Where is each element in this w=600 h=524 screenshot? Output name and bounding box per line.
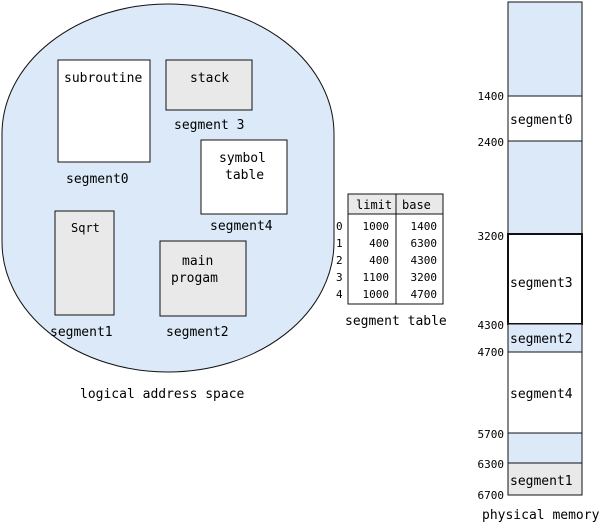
table-header-base: base xyxy=(402,198,431,212)
physical-address: 5700 xyxy=(478,428,505,441)
physical-address: 6300 xyxy=(478,458,505,471)
physical-memory: segment0 segment3 segment2 segment4 segm… xyxy=(478,1,600,523)
segment2-box-text-line1: main xyxy=(182,254,213,269)
physical-address: 3200 xyxy=(478,230,505,243)
segment0-box xyxy=(57,59,151,163)
segment1-box-text: Sqrt xyxy=(71,221,100,235)
segment4-box-text-line1: symbol xyxy=(219,151,266,166)
physical-region-segment4 xyxy=(507,351,583,434)
segment-table-caption: segment table xyxy=(345,314,447,329)
table-row-base: 1400 xyxy=(411,220,438,233)
table-row-base: 3200 xyxy=(411,271,438,284)
table-row-base: 4300 xyxy=(411,254,438,267)
physical-region-segment1 xyxy=(507,462,583,496)
table-row-index: 1 xyxy=(336,237,343,250)
segment2-box xyxy=(159,240,247,317)
logical-address-space: subroutine segment0 stack segment 3 symb… xyxy=(1,3,335,402)
table-row-index: 2 xyxy=(336,254,343,267)
table-row-limit: 1000 xyxy=(363,288,390,301)
physical-address: 4700 xyxy=(478,346,505,359)
physical-region-free xyxy=(507,140,583,235)
table-row-index: 4 xyxy=(336,288,343,301)
physical-address: 6700 xyxy=(478,489,505,502)
physical-address: 1400 xyxy=(478,90,505,103)
physical-region-segment2 xyxy=(507,323,583,353)
segment-table: limit base 0 1000 1400 1 400 6300 2 400 … xyxy=(336,193,447,329)
table-row-index: 3 xyxy=(336,271,343,284)
segment0-label: segment0 xyxy=(66,172,129,187)
segment1-box xyxy=(54,210,115,316)
segment1-label: segment1 xyxy=(50,325,113,340)
logical-space-caption: logical address space xyxy=(80,387,245,402)
table-row-limit: 400 xyxy=(369,254,389,267)
physical-region-free xyxy=(507,1,583,97)
physical-address: 4300 xyxy=(478,319,505,332)
physical-region-segment3-label: segment3 xyxy=(510,276,573,291)
physical-region-segment1-label: segment1 xyxy=(510,474,573,489)
physical-region-segment0 xyxy=(507,95,583,142)
physical-region-segment4-label: segment4 xyxy=(510,387,573,402)
segment4-label: segment4 xyxy=(210,219,273,234)
table-row-base: 6300 xyxy=(411,237,438,250)
physical-address: 2400 xyxy=(478,136,505,149)
table-header-limit: limit xyxy=(356,198,392,212)
table-row-limit: 400 xyxy=(369,237,389,250)
table-row-limit: 1100 xyxy=(363,271,390,284)
physical-memory-caption: physical memory xyxy=(482,508,600,523)
segment3-box xyxy=(165,59,253,111)
segment4-box xyxy=(200,139,288,215)
segment3-label: segment 3 xyxy=(174,118,244,133)
segment2-label: segment2 xyxy=(166,325,229,340)
table-row-limit: 1000 xyxy=(363,220,390,233)
physical-region-free xyxy=(507,432,583,464)
table-row-base: 4700 xyxy=(411,288,438,301)
physical-region-segment2-label: segment2 xyxy=(510,332,573,347)
segment0-box-text: subroutine xyxy=(64,71,142,86)
physical-region-segment0-label: segment0 xyxy=(510,113,573,128)
segment4-box-text-line2: table xyxy=(225,168,264,183)
segment3-box-text: stack xyxy=(190,71,229,86)
table-row-index: 0 xyxy=(336,220,343,233)
segment2-box-text-line2: progam xyxy=(171,271,218,286)
